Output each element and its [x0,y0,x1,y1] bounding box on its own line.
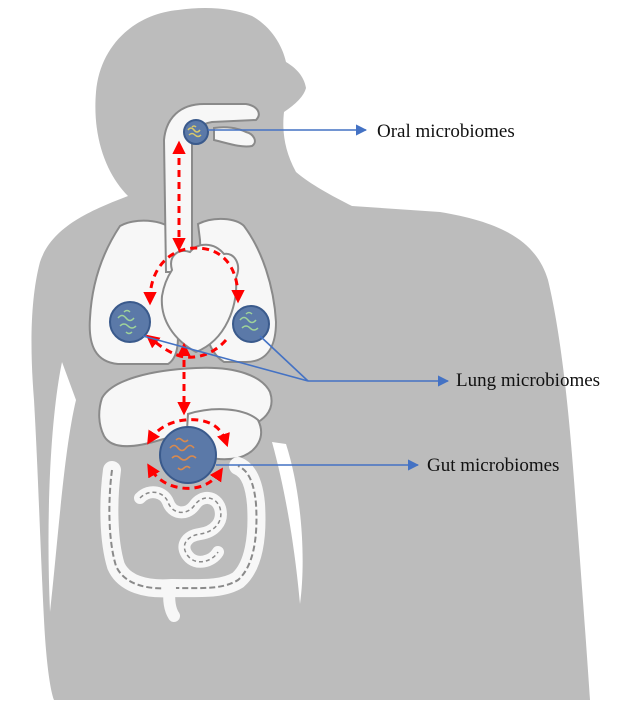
gut-microbiome-icon [160,427,216,483]
oral-microbiomes-label: Oral microbiomes [377,121,515,143]
lung-microbiomes-label: Lung microbiomes [456,370,600,392]
lung-microbiome-right-icon [233,306,269,342]
rectum [169,588,174,616]
oral-microbiome-icon [184,120,208,144]
gut-microbiomes-label: Gut microbiomes [427,455,559,477]
